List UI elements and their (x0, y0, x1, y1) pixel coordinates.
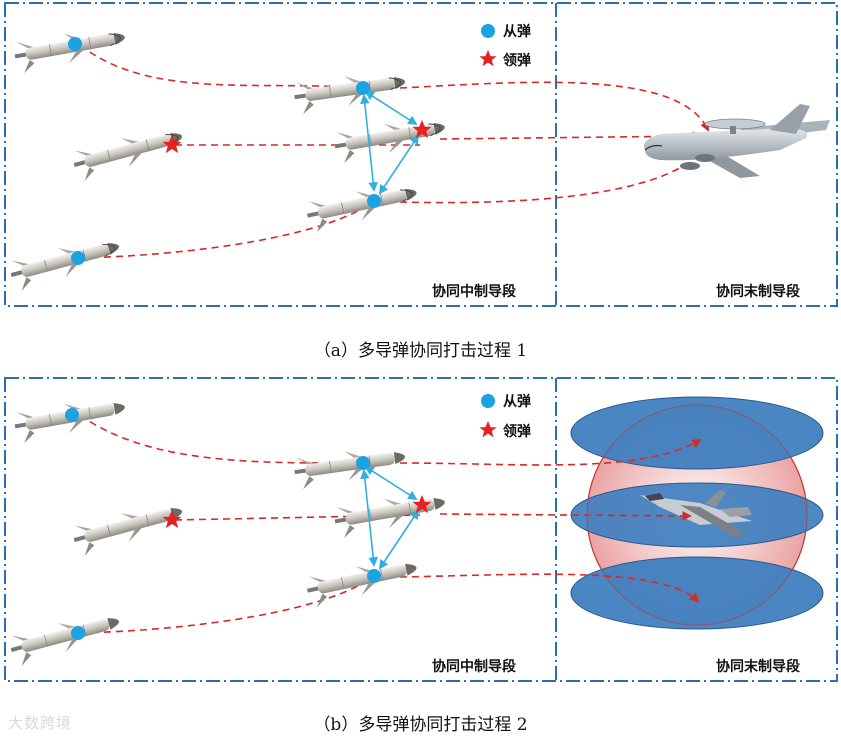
link-line (380, 511, 418, 568)
follower-marker (356, 81, 370, 95)
follower-marker (71, 251, 85, 265)
caption-a: （a）多导弹协同打击过程 1 (0, 336, 841, 361)
follower-marker (367, 569, 381, 583)
legend-follower-label: 从弹 (503, 393, 531, 410)
cyan-dot-icon (481, 24, 495, 38)
follower-marker (367, 194, 381, 208)
red-star-icon (479, 421, 496, 437)
follower-marker (356, 456, 370, 470)
stage-label-terminal: 协同末制导段 (716, 283, 800, 300)
trajectory-4a (400, 82, 708, 130)
zone-disk-top (571, 397, 823, 469)
missile-icon (8, 233, 124, 293)
caption-b: （b）多导弹协同打击过程 2 (0, 710, 841, 735)
follower-marker (65, 408, 79, 422)
legend-follower-label: 从弹 (503, 23, 531, 40)
legend: 从弹 领弹 (479, 393, 531, 440)
stage-label-terminal: 协同末制导段 (716, 658, 800, 675)
panel-a: 从弹 领弹 协同中制导段 协同末制导段 (0, 0, 841, 310)
zone-disk-bottom (571, 557, 823, 629)
legend: 从弹 领弹 (479, 23, 531, 69)
cyan-dot-icon (481, 394, 495, 408)
red-star-icon (479, 50, 496, 66)
missile-icon (8, 608, 124, 668)
trajectory-1b (80, 415, 360, 463)
missile-icon (333, 488, 448, 539)
stage-label-mid: 协同中制导段 (432, 658, 516, 675)
trajectory-1a (80, 45, 360, 88)
legend-leader-label: 领弹 (503, 52, 531, 69)
link-line (366, 467, 416, 499)
panel-b: 从弹 领弹 协同中制导段 协同末制导段 (0, 375, 841, 685)
follower-marker (68, 37, 82, 51)
legend-leader-label: 领弹 (503, 423, 531, 440)
missile-icon (305, 554, 421, 608)
missile-icon (305, 179, 421, 233)
awacs-aircraft-icon (644, 104, 830, 178)
panel-b-diagram: 从弹 领弹 协同中制导段 协同末制导段 (0, 375, 841, 685)
missile-icon (71, 123, 187, 183)
stage-label-mid: 协同中制导段 (432, 283, 516, 300)
missile-icon (333, 113, 448, 164)
panel-a-diagram: 从弹 领弹 协同中制导段 协同末制导段 (0, 0, 841, 310)
follower-marker (71, 626, 85, 640)
link-line (366, 92, 416, 124)
missile-icon (71, 498, 187, 558)
